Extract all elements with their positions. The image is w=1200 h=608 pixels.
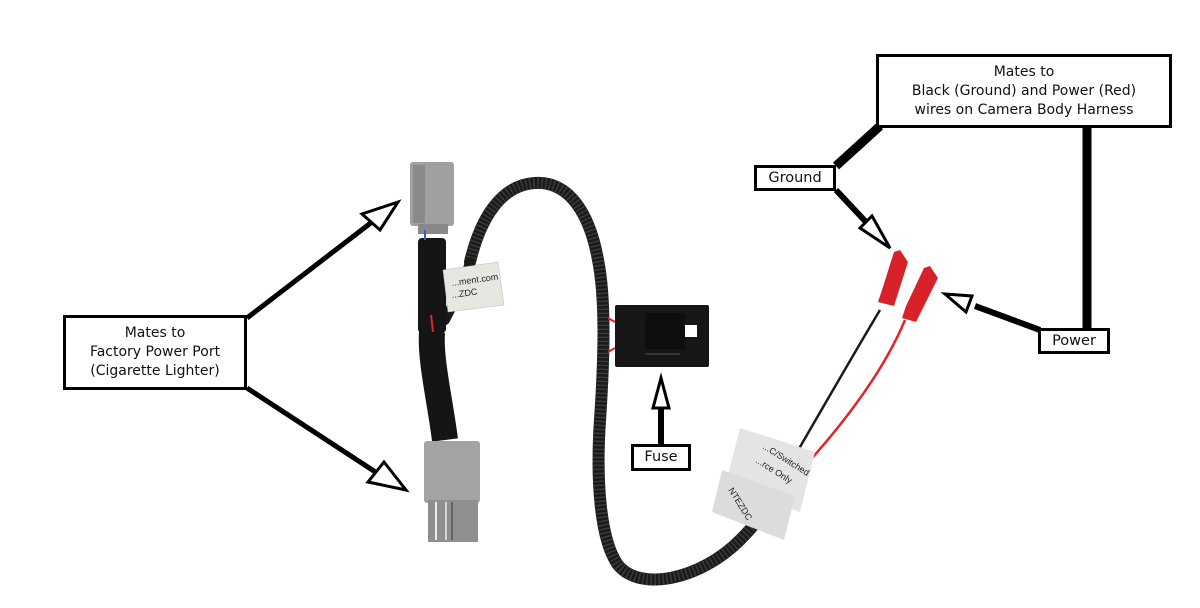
- upper-gray-connector: [410, 162, 454, 333]
- arrowhead-ground: [857, 213, 892, 250]
- upper-product-tag: ...ment.com ...ZDC: [442, 261, 505, 313]
- power-terminal: [902, 266, 938, 322]
- callout-fuse-text: Fuse: [644, 449, 678, 465]
- callout-factory-line-2: Factory Power Port: [89, 344, 221, 360]
- arrowhead-power: [940, 292, 975, 315]
- callout-camera-line-1: Mates to: [993, 63, 1055, 80]
- ground-terminal: [878, 250, 908, 306]
- callout-camera-harness: Mates to Black (Ground) and Power (Red) …: [876, 54, 1172, 128]
- callout-power-text: Power: [1052, 332, 1096, 349]
- callout-arrows: [245, 122, 1092, 493]
- callout-ground-text: Ground: [768, 169, 822, 186]
- callout-factory-line-3: (Cigarette Lighter): [90, 363, 220, 379]
- lower-gray-connector: [418, 331, 480, 542]
- callout-fuse: Fuse: [631, 444, 691, 471]
- callout-ground: Ground: [754, 165, 836, 191]
- callout-camera-line-3: wires on Camera Body Harness: [914, 101, 1134, 118]
- arrowhead-lower-connector: [365, 459, 410, 493]
- callout-camera-line-2: Black (Ground) and Power (Red): [911, 82, 1137, 99]
- fuse-holder: [607, 305, 709, 367]
- arrowhead-upper-connector: [359, 199, 402, 233]
- arrowhead-fuse: [651, 372, 671, 410]
- corrugated-loom-cable: [440, 176, 786, 586]
- callout-factory-line-1: Mates to: [124, 325, 186, 341]
- callout-power: Power: [1038, 328, 1110, 354]
- callout-factory-port: Mates to Factory Power Port (Cigarette L…: [63, 315, 247, 390]
- upper-tag-line-2: ...ZDC: [451, 286, 479, 300]
- lower-product-tag: ...C/Switched ...rce Only NTEZDC: [712, 428, 815, 540]
- power-leads: [780, 250, 938, 483]
